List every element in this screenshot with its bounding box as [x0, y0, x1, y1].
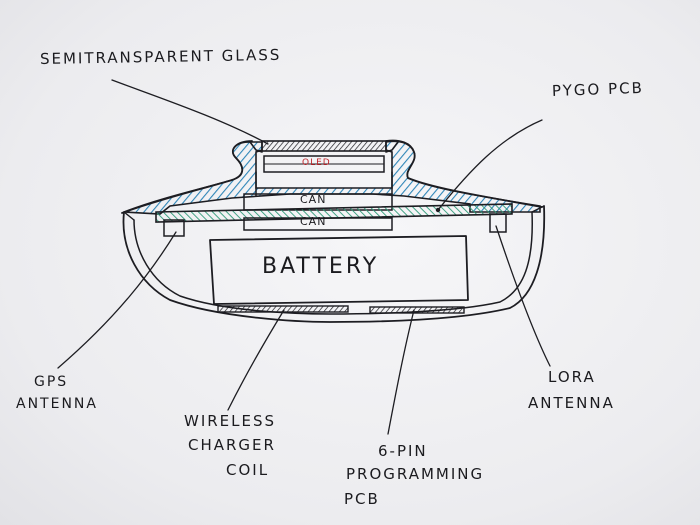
leader-lora: [495, 225, 551, 367]
label-pygo-pcb: PYGO PCB: [551, 78, 645, 100]
leader-wireless: [227, 309, 285, 411]
label-wireless-line2: CHARGER: [188, 436, 276, 454]
label-lora-line1: LORA: [548, 368, 596, 386]
label-programming-line1: 6-PIN: [378, 442, 428, 460]
label-can-bottom: CAN: [300, 215, 327, 228]
label-programming-line2: PROGRAMMING: [346, 465, 485, 483]
leader-pcb: [437, 119, 543, 211]
leader-programming: [387, 309, 415, 435]
label-oled: OLED: [302, 158, 331, 168]
label-lora-line2: ANTENNA: [528, 394, 615, 412]
lora-antenna-block: [489, 213, 507, 233]
semitransparent-glass: [261, 140, 387, 152]
label-gps-line1: GPS: [34, 374, 69, 390]
pygo-pcb: [155, 203, 513, 223]
label-gps-line2: ANTENNA: [16, 396, 98, 412]
label-wireless-line3: COIL: [226, 461, 270, 479]
leader-glass: [111, 79, 269, 145]
battery: [209, 235, 469, 305]
label-wireless-line1: WIRELESS: [184, 412, 277, 430]
top-case-shell: [123, 140, 541, 215]
can-bottom: [243, 217, 393, 231]
bottom-case-shell: [122, 205, 546, 323]
programming-pcb: [369, 306, 465, 314]
leader-gps: [57, 231, 177, 369]
label-can-top: CAN: [300, 193, 327, 206]
label-programming-line3: PCB: [344, 490, 380, 508]
label-battery: BATTERY: [262, 254, 380, 279]
